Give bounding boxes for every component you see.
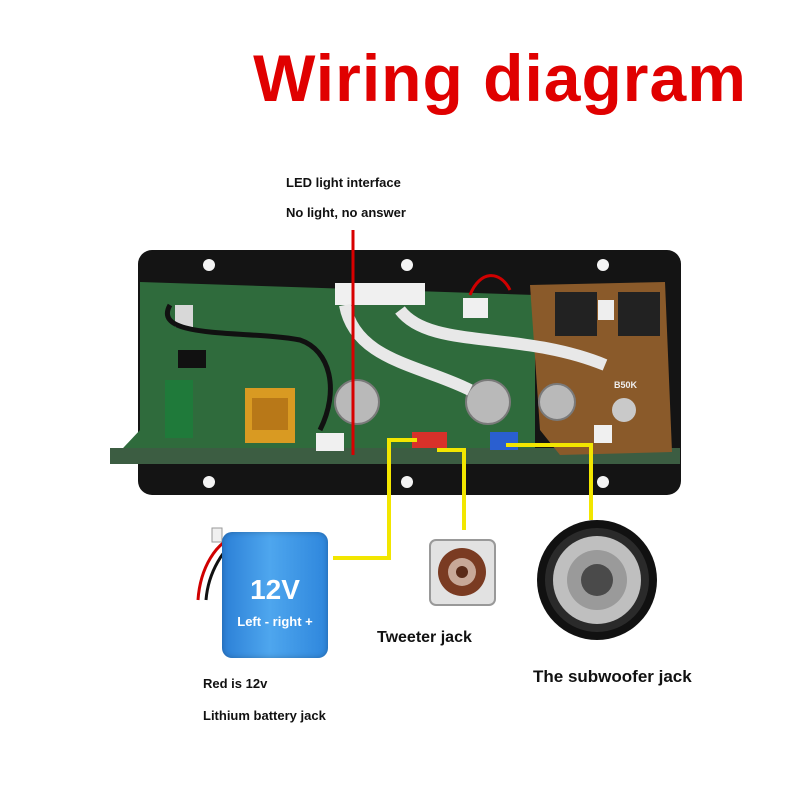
led-interface-label: LED light interface — [286, 175, 401, 190]
amplifier-board — [110, 250, 681, 495]
battery-voltage: 12V — [250, 574, 300, 605]
lithium-battery: 12V Left - right + — [222, 532, 328, 658]
tweeter-jack-label: Tweeter jack — [377, 629, 472, 646]
subwoofer-jack-label: The subwoofer jack — [533, 667, 692, 686]
subwoofer-speaker — [537, 520, 657, 640]
red-wire-note: Red is 12v — [203, 676, 268, 691]
battery-jack-label: Lithium battery jack — [203, 708, 326, 723]
battery-polarity: Left - right + — [237, 614, 313, 629]
led-no-light-label: No light, no answer — [286, 205, 406, 220]
mounting-holes — [203, 259, 609, 488]
signal-lead-lines — [333, 438, 593, 560]
diagram-title: Wiring diagram — [253, 41, 747, 115]
pot-marking: B50K — [614, 380, 638, 390]
tweeter-speaker — [429, 539, 496, 606]
